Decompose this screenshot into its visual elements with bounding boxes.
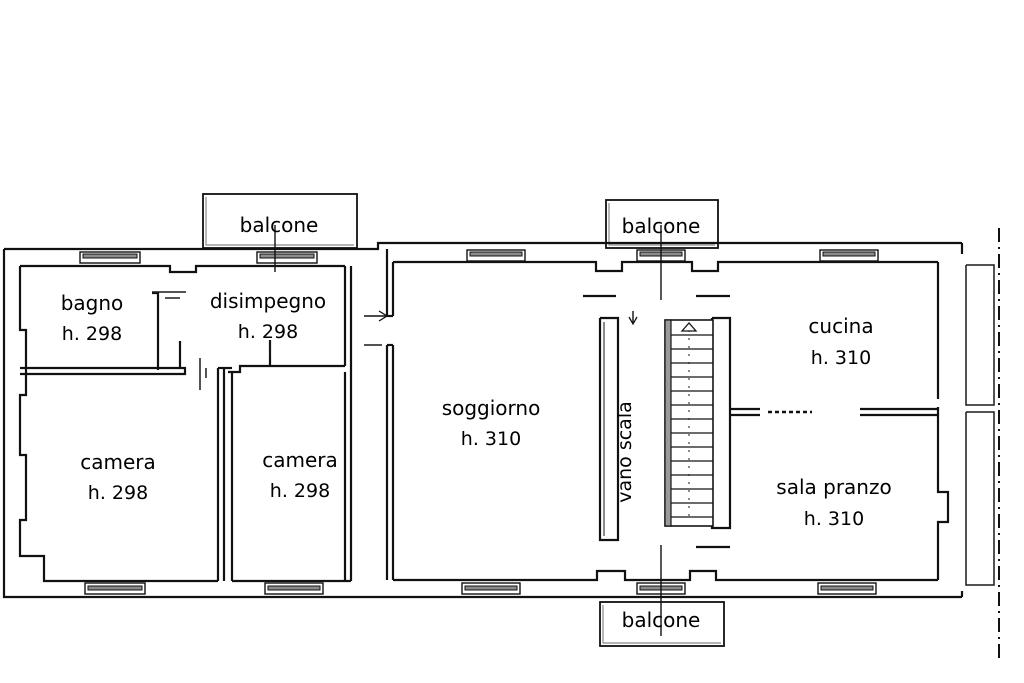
window-top-bagno bbox=[79, 251, 141, 264]
partition-cucina-salapranzo bbox=[730, 407, 938, 417]
window-top-disimpegno bbox=[256, 251, 318, 264]
balcony-label-top-left: balcone bbox=[240, 213, 319, 237]
balcony-label-bottom: balcone bbox=[622, 608, 701, 632]
room-label-cucina: cucina bbox=[808, 314, 873, 338]
balcony-top-left-box bbox=[202, 193, 358, 249]
partition-soggiorno-vanoscala bbox=[598, 316, 620, 542]
window-bottom-salapranzo bbox=[817, 582, 877, 595]
room-height-sala-pranzo: h. 310 bbox=[804, 508, 864, 530]
window-bottom-camera1 bbox=[84, 582, 146, 595]
left-block-walls bbox=[2, 255, 404, 599]
room-height-camera-2: h. 298 bbox=[270, 480, 330, 502]
partition-vanoscala-right bbox=[710, 316, 732, 530]
room-height-cucina: h. 310 bbox=[811, 347, 871, 369]
room-label-vano-scala: vano scala bbox=[614, 401, 636, 503]
room-height-disimpegno: h. 298 bbox=[238, 321, 298, 343]
partition-disimpegno bbox=[228, 266, 353, 583]
partition-bagno-camera bbox=[20, 291, 187, 376]
stair-treads bbox=[671, 334, 713, 518]
stair-entry-arrow bbox=[628, 311, 638, 326]
balcony-bottom-box bbox=[599, 601, 725, 647]
exterior-right-strip bbox=[965, 264, 995, 586]
partition-camera1-camera2 bbox=[199, 358, 232, 581]
window-bottom-camera2 bbox=[264, 582, 324, 595]
window-bottom-soggiorno bbox=[461, 582, 521, 595]
room-label-bagno: bagno bbox=[61, 291, 124, 315]
staircase bbox=[664, 319, 714, 527]
room-height-bagno: h. 298 bbox=[62, 323, 122, 345]
window-top-soggiorno bbox=[466, 249, 526, 262]
entry-door-swing-arrow bbox=[364, 310, 389, 322]
room-label-soggiorno: soggiorno bbox=[442, 396, 541, 420]
door-leaf-marks bbox=[364, 294, 730, 549]
room-height-camera-1: h. 298 bbox=[88, 482, 148, 504]
balcony-label-top-right: balcone bbox=[622, 214, 701, 238]
window-top-cucina bbox=[819, 249, 879, 262]
room-label-sala-pranzo: sala pranzo bbox=[776, 475, 891, 499]
room-label-camera-2: camera bbox=[262, 448, 338, 472]
balcony-top-right-box bbox=[605, 199, 719, 249]
room-label-disimpegno: disimpegno bbox=[210, 289, 326, 313]
room-height-soggiorno: h. 310 bbox=[461, 428, 521, 450]
exterior-wall-top bbox=[2, 241, 962, 255]
room-label-camera-1: camera bbox=[80, 450, 156, 474]
right-block-walls bbox=[385, 243, 964, 599]
